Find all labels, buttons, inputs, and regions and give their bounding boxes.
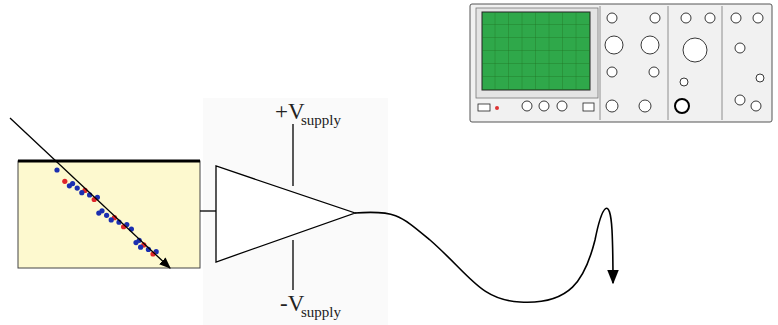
scope-knob <box>756 74 764 82</box>
scope-knob <box>649 67 659 77</box>
scope-knob <box>735 95 745 105</box>
hit-dot <box>62 179 67 184</box>
hit-dot <box>79 190 84 195</box>
amplifier-panel <box>203 98 388 325</box>
supply-voltage-label: -V <box>280 292 304 315</box>
hit-dot <box>138 245 143 250</box>
subscript-label: supply <box>301 113 341 128</box>
hit-dot <box>67 183 72 188</box>
scope-knob <box>539 101 549 111</box>
subscript-label: supply <box>301 305 341 320</box>
detector <box>10 118 200 268</box>
scope-knob <box>557 101 567 111</box>
scope-knob <box>705 13 715 23</box>
scope-knob <box>607 67 617 77</box>
scope-knob <box>607 13 617 23</box>
hit-dot <box>109 217 114 222</box>
hit-dot <box>104 213 109 218</box>
hit-dot <box>96 210 101 215</box>
scope-knob <box>681 13 691 23</box>
hit-dot <box>133 240 138 245</box>
output-cable <box>355 208 613 302</box>
scope-knob <box>605 36 623 54</box>
scope-knob <box>522 101 532 111</box>
scope-knob <box>680 78 688 86</box>
scope-knob <box>683 38 707 62</box>
scope-knob <box>731 13 741 23</box>
scope-knob <box>641 36 659 54</box>
scope-knob <box>735 43 745 53</box>
hit-dot <box>75 186 80 191</box>
scope-knob <box>751 101 761 111</box>
scope-knob <box>606 100 618 112</box>
hit-dot <box>54 167 59 172</box>
supply-voltage-label: +V <box>275 100 305 123</box>
oscilloscope <box>470 4 772 122</box>
scope-knob <box>753 13 763 23</box>
scope-knob <box>650 13 660 23</box>
scope-knob <box>639 100 651 112</box>
amplifier-symbol <box>216 124 355 290</box>
signal-wire <box>200 210 216 211</box>
